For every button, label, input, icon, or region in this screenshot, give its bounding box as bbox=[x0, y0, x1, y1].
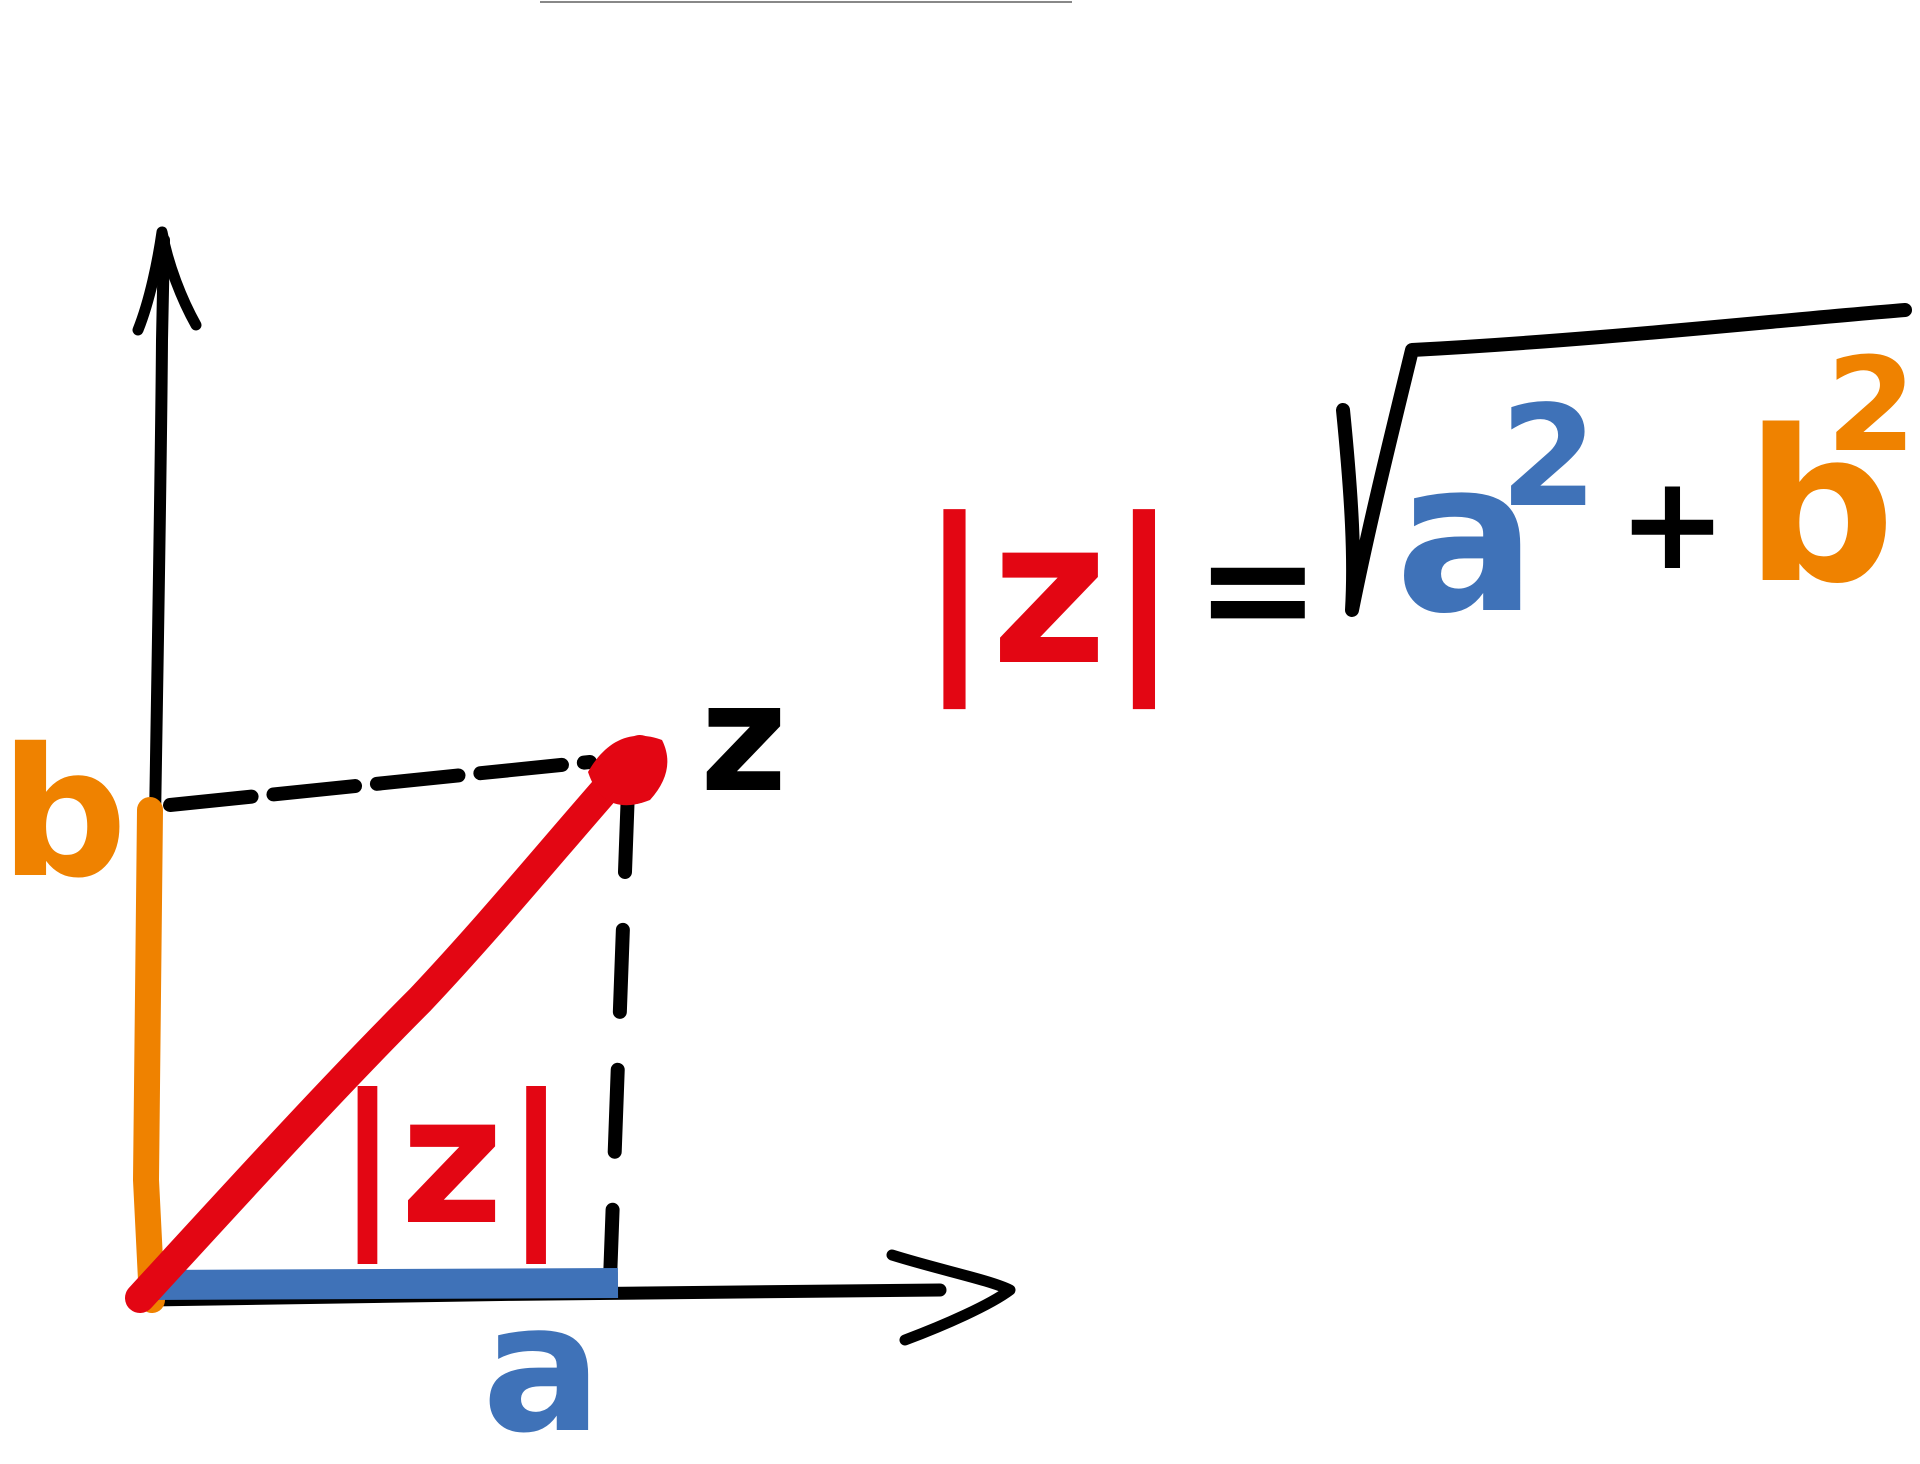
z-label: z bbox=[700, 652, 787, 826]
modulus-vector bbox=[125, 735, 655, 1313]
formula-b-power: 2 bbox=[1826, 329, 1916, 481]
formula-b: b bbox=[1745, 385, 1895, 630]
formula-lhs: |z| bbox=[918, 477, 1181, 710]
formula-a: a bbox=[1395, 415, 1537, 660]
formula-plus: + bbox=[1618, 447, 1727, 599]
square-root-symbol bbox=[1336, 303, 1912, 617]
horizontal-projection-dashed bbox=[163, 755, 597, 812]
x-axis-arrowhead bbox=[886, 1249, 1016, 1346]
a-label: a bbox=[482, 1265, 602, 1464]
modulus-formula: |z| = a 2 + b 2 bbox=[918, 303, 1916, 710]
b-component bbox=[132, 797, 165, 1313]
modulus-label: |z| bbox=[335, 1057, 569, 1264]
b-label: b bbox=[0, 710, 127, 917]
y-axis-arrowhead bbox=[132, 226, 202, 336]
formula-equals: = bbox=[1195, 502, 1321, 676]
modulus-vector-arrowhead bbox=[588, 735, 668, 806]
formula-a-power: 2 bbox=[1500, 376, 1597, 539]
a-component bbox=[149, 1268, 619, 1300]
vertical-projection-dashed bbox=[603, 783, 635, 1287]
